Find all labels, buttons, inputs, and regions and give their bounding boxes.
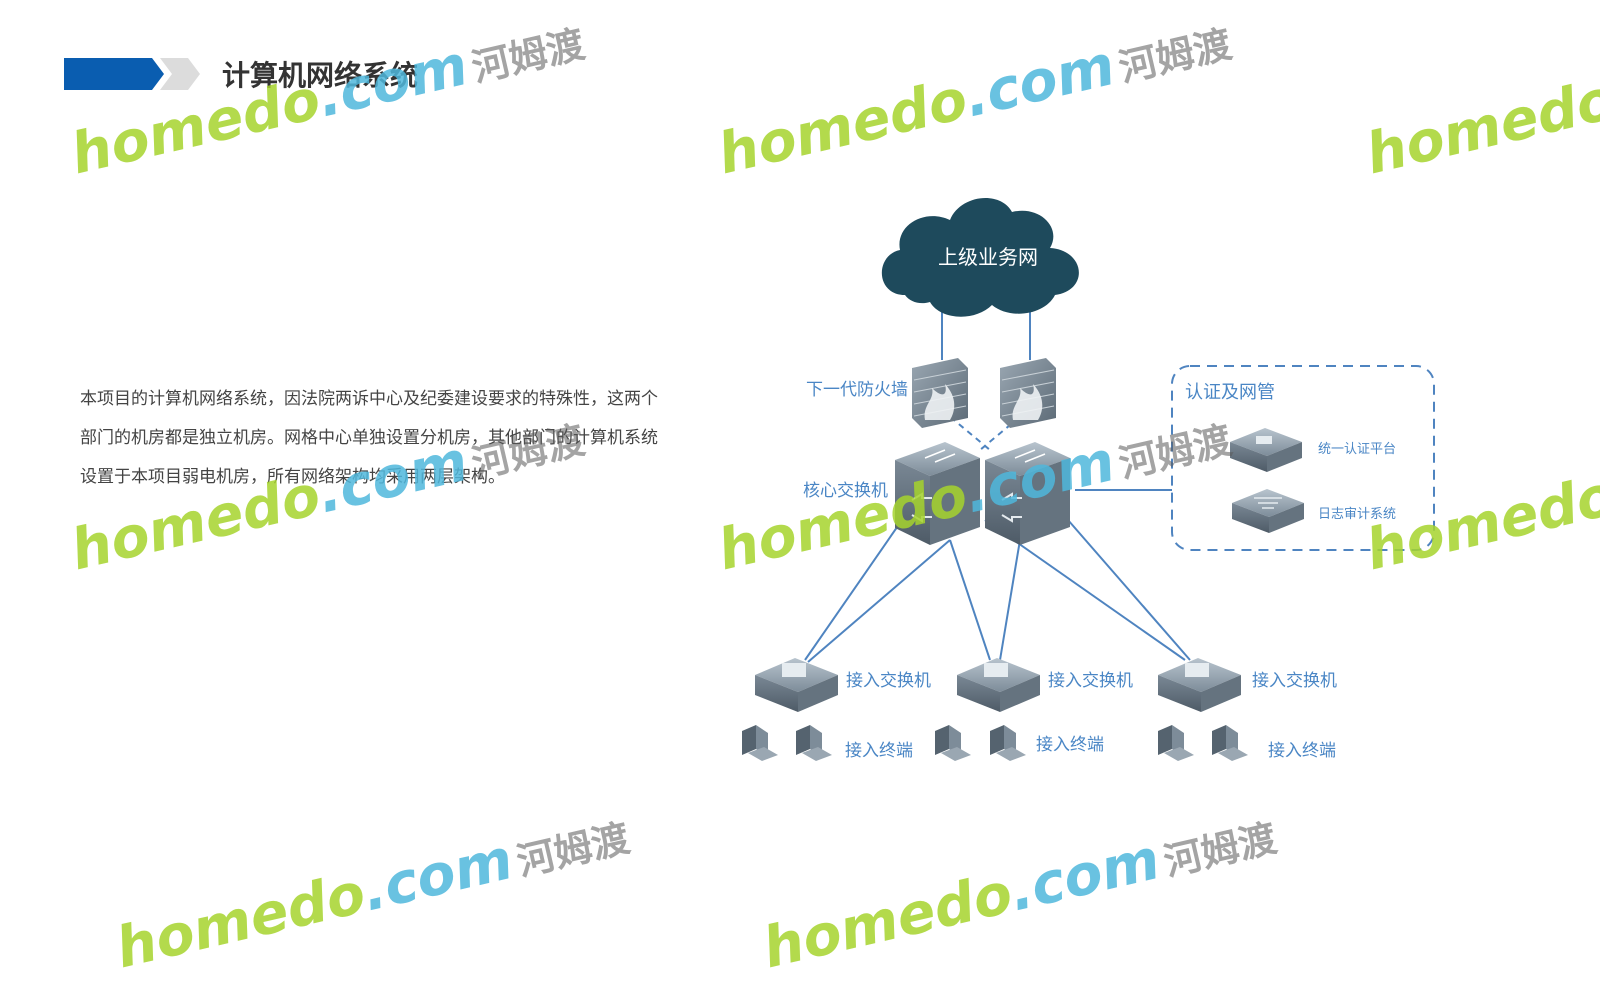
access-switch-icon	[1158, 658, 1241, 712]
terminal-label: 接入终端	[1036, 735, 1104, 755]
core-switch-icon	[985, 442, 1070, 545]
core-switch-icon	[895, 442, 980, 545]
access-switch-icon	[957, 658, 1040, 712]
title-decoration	[64, 58, 200, 90]
network-diagram: 上级业务网 下一代防火墙 核心交换机 认证及网管	[742, 198, 1435, 761]
terminal-icon	[1212, 725, 1248, 761]
auth-item-1-label: 统一认证平台	[1318, 442, 1396, 457]
auth-group-title: 认证及网管	[1185, 382, 1275, 403]
cloud-icon	[881, 198, 1079, 317]
access-switch-label: 接入交换机	[846, 671, 931, 691]
page-title: 计算机网络系统	[222, 59, 419, 92]
terminal-icon	[935, 725, 971, 761]
core-switch-label: 核心交换机	[803, 481, 888, 501]
cloud-label: 上级业务网	[938, 245, 1038, 269]
terminal-icon	[796, 725, 832, 761]
terminal-label: 接入终端	[845, 741, 913, 761]
audit-server-icon	[1232, 489, 1304, 533]
access-switch-label: 接入交换机	[1252, 671, 1337, 691]
terminal-icon	[742, 725, 778, 761]
description-paragraph: 本项目的计算机网络系统，因法院两诉中心及纪委建设要求的特殊性，这两个部门的机房都…	[80, 389, 658, 487]
auth-group-box	[1171, 365, 1435, 551]
access-switch-label: 接入交换机	[1048, 671, 1133, 691]
terminal-label: 接入终端	[1268, 741, 1336, 761]
access-switch-icon	[755, 658, 838, 712]
terminal-icon	[990, 725, 1026, 761]
auth-item-2-label: 日志审计系统	[1318, 507, 1396, 522]
firewall-label: 下一代防火墙	[806, 380, 908, 400]
firewall-icon	[912, 358, 968, 428]
firewall-icon	[1000, 358, 1056, 428]
terminal-icon	[1158, 725, 1194, 761]
auth-server-icon	[1230, 428, 1302, 472]
